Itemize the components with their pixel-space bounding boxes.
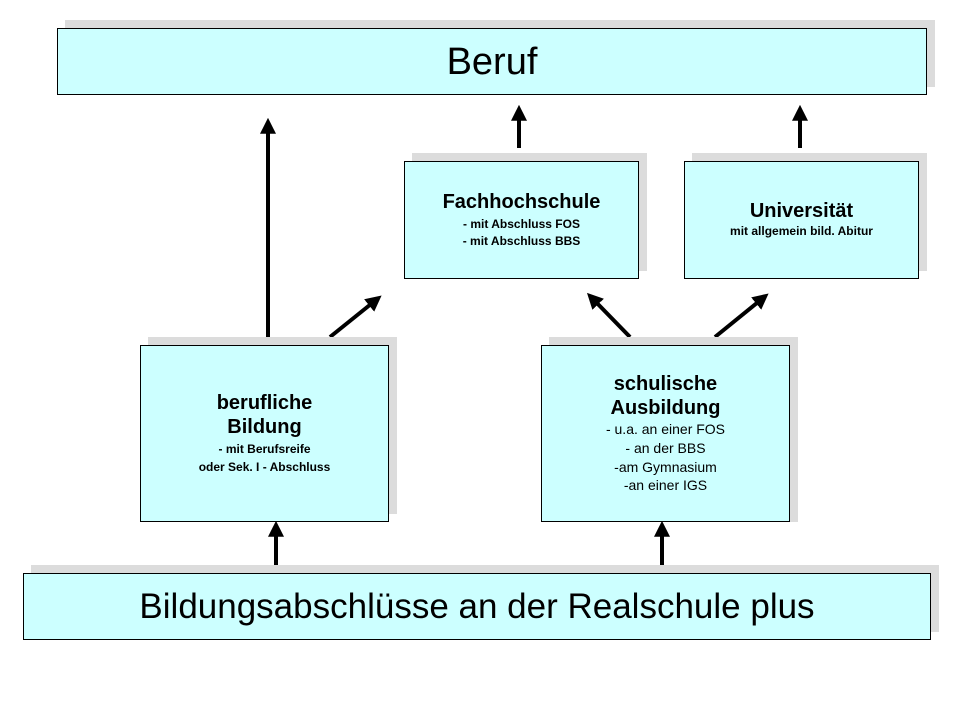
berufliche-bildung-title-1: berufliche (216, 392, 313, 415)
schulische-ausbildung-box: schulische Ausbildung - u.a. an einer FO… (541, 345, 790, 522)
fachhochschule-line-bbs: - mit Abschluss BBS (462, 234, 581, 248)
realschule-box: Bildungsabschlüsse an der Realschule plu… (23, 573, 931, 640)
arrow-schulische-to-fachhochschule (586, 292, 632, 339)
beruf-box: Beruf (57, 28, 927, 95)
berufliche-bildung-line-sek1: oder Sek. I - Abschluss (198, 459, 331, 474)
fachhochschule-box: Fachhochschule - mit Abschluss FOS - mit… (404, 161, 639, 279)
arrow-berufliche-to-fachhochschule (328, 295, 382, 339)
arrow-schulische-to-universitaet (713, 293, 769, 339)
schulische-ausbildung-title-1: schulische (613, 372, 718, 395)
fachhochschule-title: Fachhochschule (442, 190, 601, 213)
schulische-ausbildung-item-bbs: - an der BBS (625, 439, 706, 456)
schulische-ausbildung-item-gymnasium: -am Gymnasium (614, 458, 717, 475)
beruf-label: Beruf (446, 40, 538, 83)
universitaet-box: Universität mit allgemein bild. Abitur (684, 161, 919, 279)
schulische-ausbildung-item-fos: - u.a. an einer FOS (605, 420, 726, 437)
schulische-ausbildung-title-2: Ausbildung (610, 396, 721, 419)
berufliche-bildung-box: berufliche Bildung - mit Berufsreife ode… (140, 345, 389, 522)
schulische-ausbildung-item-igs: -an einer IGS (623, 477, 708, 494)
universitaet-title: Universität (749, 200, 854, 223)
universitaet-line-abitur: mit allgemein bild. Abitur (730, 224, 873, 239)
berufliche-bildung-line-berufsreife: - mit Berufsreife (218, 442, 311, 457)
fachhochschule-line-fos: - mit Abschluss FOS (463, 216, 580, 231)
realschule-label: Bildungsabschlüsse an der Realschule plu… (139, 587, 815, 626)
berufliche-bildung-title-2: Bildung (227, 416, 302, 439)
